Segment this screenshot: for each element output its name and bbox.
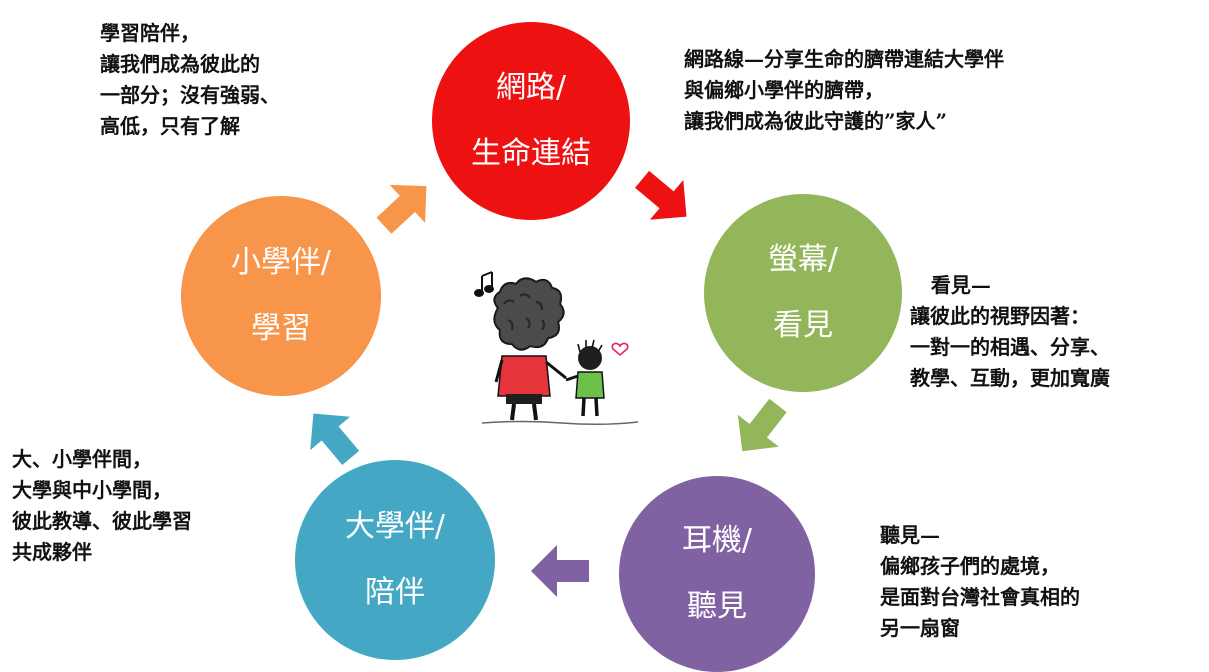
small-partner-circle-title: 小學伴/ xyxy=(230,245,332,280)
ground-line xyxy=(481,420,639,426)
earphone-note: 聽見— 偏鄉孩子們的處境， 是面對台灣社會真相的 另一扇窗 xyxy=(880,523,1080,640)
screen-circle-subtitle: 看見 xyxy=(773,308,833,343)
big-partner-circle-subtitle: 陪伴 xyxy=(365,575,425,610)
child-figure xyxy=(565,339,605,417)
small-partner-circle: 小學伴/ 學習 xyxy=(181,196,381,396)
arrow-study-to-network xyxy=(376,184,427,234)
big-partner-circle: 大學伴/ 陪伴 xyxy=(295,460,495,660)
network-circle: 網路/ 生命連結 xyxy=(432,22,630,220)
big-partner-circle-title: 大學伴/ xyxy=(344,509,446,544)
screen-circle-title: 螢幕/ xyxy=(767,242,839,277)
adult-figure xyxy=(493,277,567,421)
music-notes-icon xyxy=(474,271,494,297)
network-circle-subtitle: 生命連結 xyxy=(471,136,591,171)
partner-note: 大、小學伴間， 大學與中小學間， 彼此教導、彼此學習 共成夥伴 xyxy=(12,447,192,564)
arrow-earphone-to-big xyxy=(531,545,589,597)
earphone-circle-subtitle: 聽見 xyxy=(687,589,747,624)
arrow-network-to-screen xyxy=(635,170,687,220)
screen-circle: 螢幕/ 看見 xyxy=(704,194,902,392)
network-circle-title: 網路/ xyxy=(495,70,567,105)
arrow-screen-to-earphone xyxy=(737,398,787,452)
adult-child-illustration xyxy=(474,271,639,426)
network-note: 網路線—分享生命的臍帶連結大學伴 與偏鄉小學伴的臍帶， 讓我們成為彼此守護的”家… xyxy=(684,47,1004,133)
arrow-big-to-study xyxy=(310,413,360,465)
earphone-circle-title: 耳機/ xyxy=(681,523,753,558)
heart-icon xyxy=(611,342,629,357)
screen-note: 看見— 讓彼此的視野因著： 一對一的相遇、分享、 教學、互動，更加寬廣 xyxy=(910,273,1110,390)
small-partner-circle-subtitle: 學習 xyxy=(251,311,311,346)
study-note: 學習陪伴， 讓我們成為彼此的 一部分；沒有強弱、 高低，只有了解 xyxy=(100,21,280,138)
earphone-circle: 耳機/ 聽見 xyxy=(619,476,815,672)
